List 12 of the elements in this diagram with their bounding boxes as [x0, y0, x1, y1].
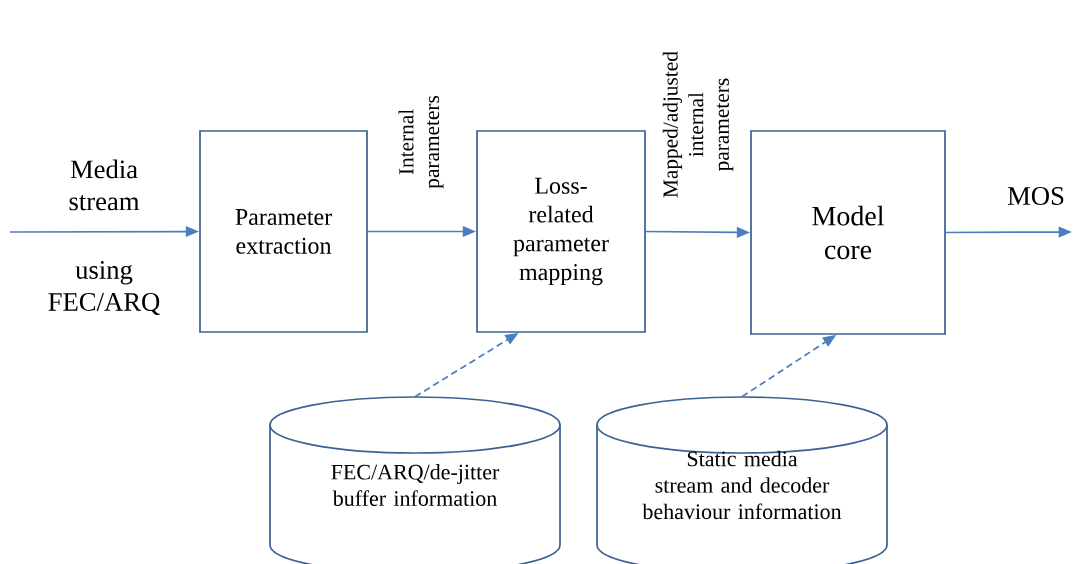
process-box: Parameter extraction — [199, 130, 368, 333]
edge-label: Internal parameters — [398, 95, 444, 189]
database-cylinder: FEC/ARQ/de-jitter buffer information — [269, 396, 561, 564]
process-box: Loss-related parameter mapping — [476, 130, 646, 333]
edge-label: MOS — [1007, 187, 1064, 205]
stream-label: using FEC/ARQ — [48, 261, 160, 315]
edge-label: Media stream — [69, 159, 140, 211]
node-label: FEC/ARQ/de-jitter buffer information — [331, 464, 500, 506]
process-box: Model core — [750, 130, 946, 335]
node-label: Static media stream and decoder behaviour information — [642, 450, 842, 520]
database-cylinder: Static media stream and decoder behaviour information — [596, 396, 888, 564]
edge-label: Mapped/adjusted internal parameters — [662, 51, 734, 198]
